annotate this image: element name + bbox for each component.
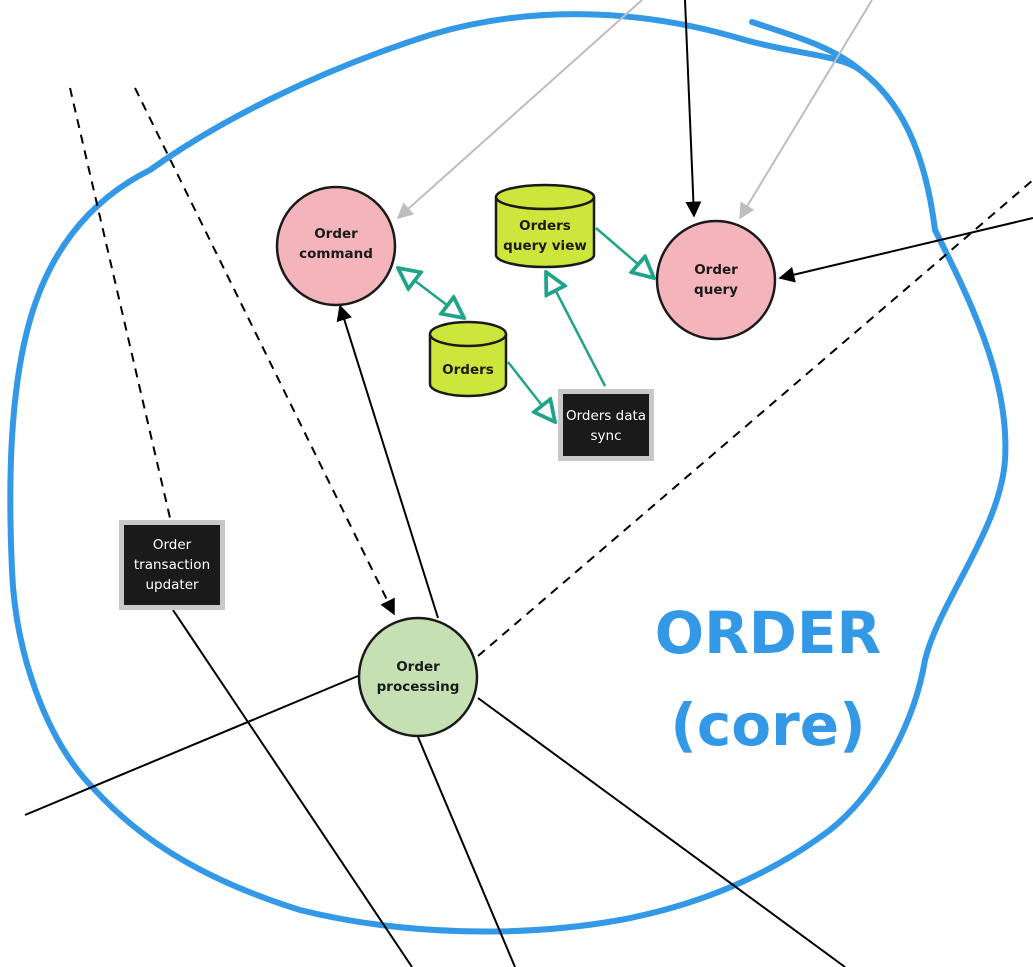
dashed-link-right [477, 179, 1033, 657]
order-command-node[interactable]: Order command [275, 185, 397, 307]
orders-data-sync-node[interactable]: Orders data sync [558, 389, 654, 461]
order-transaction-updater-label-3: updater [145, 577, 199, 593]
order-command-label-1: Order [314, 226, 358, 242]
dashed-event-to-processing [134, 87, 395, 616]
sync-to-query-view-link [546, 272, 607, 387]
order-query-label-2: query [694, 282, 738, 298]
context-title-line2: (core) [670, 691, 865, 759]
orders-to-sync-link [507, 361, 555, 422]
orders-query-view-label-1: Orders [519, 218, 571, 234]
command-orders-data-link [398, 268, 464, 318]
order-processing-label-2: processing [377, 679, 460, 695]
context-boundary-overlap [749, 19, 863, 73]
processing-outgoing-bottom [417, 736, 516, 967]
external-link-to-query [739, 0, 873, 220]
context-title-line1: ORDER [655, 599, 881, 667]
orders-query-view-label-2: query view [503, 238, 587, 254]
query-view-to-query-link [595, 227, 654, 278]
external-link-to-command [396, 0, 643, 220]
order-command-label-2: command [299, 246, 373, 262]
processing-outgoing-left [24, 675, 359, 816]
order-processing-node[interactable]: Order processing [357, 616, 479, 738]
processing-to-command-arrow [336, 304, 439, 619]
processing-outgoing-right [477, 697, 846, 967]
external-call-to-query-top [684, 0, 702, 218]
order-query-node[interactable]: Order query [655, 219, 777, 341]
orders-query-view-database[interactable]: Orders query view [494, 183, 596, 269]
external-call-to-query-right [778, 217, 1033, 283]
order-transaction-updater-label-1: Order [153, 537, 192, 553]
updater-outgoing-line [172, 609, 413, 967]
order-transaction-updater-label-2: transaction [134, 557, 210, 573]
order-processing-label-1: Order [396, 659, 440, 675]
orders-database[interactable]: Orders [428, 320, 508, 398]
orders-data-sync-label-1: Orders data [566, 408, 646, 424]
context-boundary [7, 11, 1009, 935]
orders-database-label: Orders [442, 362, 494, 378]
orders-data-sync-label-2: sync [590, 428, 621, 444]
dashed-link-left [69, 87, 171, 519]
order-query-label-1: Order [694, 262, 738, 278]
order-transaction-updater-node[interactable]: Order transaction updater [119, 520, 225, 610]
